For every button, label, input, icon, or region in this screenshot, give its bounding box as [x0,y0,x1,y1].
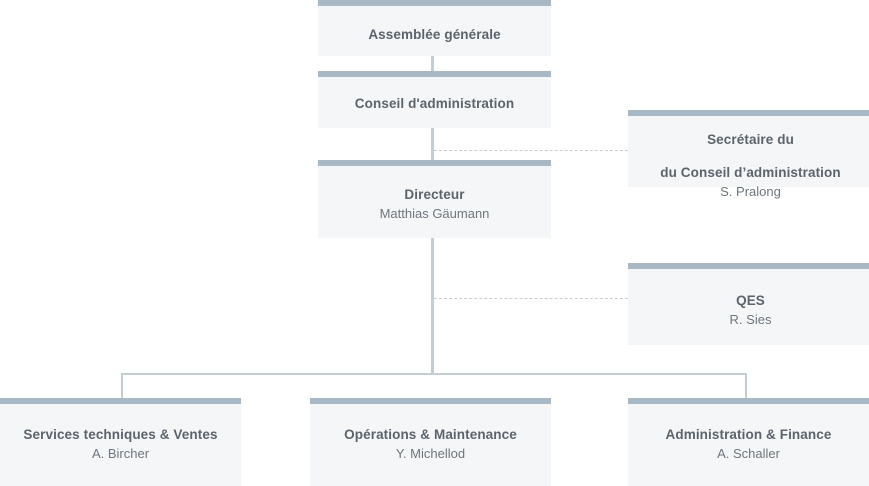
node-directeur[interactable]: Directeur Matthias Gäumann [318,160,551,238]
connector-dashed-secretaire [434,150,628,151]
node-person: S. Pralong [720,184,781,199]
node-secretaire-conseil[interactable]: Secrétaire du du Conseil d’administratio… [628,110,869,199]
node-services-techniques-ventes[interactable]: Services techniques & Ventes A. Bircher [0,398,241,486]
node-accent-bar [628,110,869,116]
connector-assemblee-to-conseil [431,56,434,72]
node-person: Y. Michellod [395,446,466,461]
node-person: Matthias Gäumann [379,206,490,221]
connector-conseil-to-directeur [431,128,434,161]
connector-directeur-trunk [431,238,434,374]
node-accent-bar [318,160,551,166]
node-title: Conseil d'administration [354,96,515,111]
node-conseil-administration[interactable]: Conseil d'administration [318,71,551,128]
node-assemblee-generale[interactable]: Assemblée générale [318,0,551,56]
node-title-line-2: du Conseil d’administration [660,165,841,180]
connector-bottom-bracket [121,373,747,399]
node-accent-bar [318,0,551,6]
node-title: Opérations & Maintenance [344,427,517,442]
node-qes[interactable]: QES R. Sies [628,263,869,345]
node-title: Assemblée générale [368,27,501,42]
node-operations-maintenance[interactable]: Opérations & Maintenance Y. Michellod [310,398,551,486]
node-title: QES [736,293,765,308]
node-accent-bar [628,263,869,269]
node-person: A. Schaller [717,446,780,461]
node-accent-bar [628,398,869,404]
node-title: Administration & Finance [665,427,832,442]
node-title: Services techniques & Ventes [23,427,218,442]
node-administration-finance[interactable]: Administration & Finance A. Schaller [628,398,869,486]
node-accent-bar [318,71,551,77]
node-title-line-1: Secrétaire du [707,132,794,147]
node-accent-bar [0,398,241,404]
node-title: Directeur [404,187,465,202]
node-person: R. Sies [729,312,772,327]
node-person: A. Bircher [91,446,150,461]
connector-dashed-qes [434,298,628,299]
node-accent-bar [310,398,551,404]
